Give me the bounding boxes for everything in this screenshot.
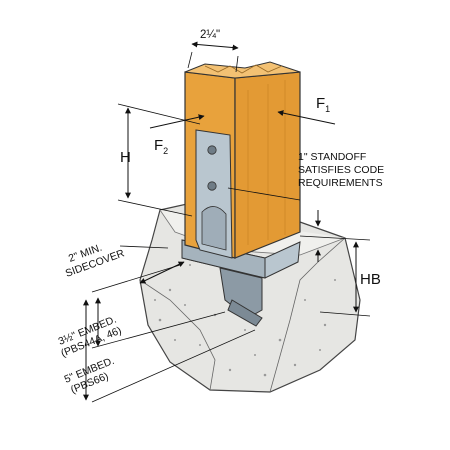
sidecover-callout	[119, 245, 185, 284]
hb-label: HB	[360, 271, 381, 288]
h-label: H	[120, 149, 131, 166]
sidecover-label: 2" MIN. SIDECOVER	[59, 235, 126, 280]
embed-label-2: 5" EMBED. (PBS66)	[63, 354, 124, 397]
hb-dimension	[299, 235, 371, 317]
standoff-label: 1" STANDOFF SATISFIES CODE REQUIREMENTS	[298, 151, 387, 189]
standoff-callout	[227, 187, 321, 262]
width-dimension	[187, 41, 239, 73]
f2-label: F2	[154, 137, 168, 156]
concrete-speckles	[154, 264, 336, 377]
width-label: 2¼"	[200, 29, 220, 41]
embed-label-1: 3½" EMBED. (PBS44A, 46)	[55, 313, 126, 360]
steel-strap	[195, 129, 233, 259]
embed-dimensions	[83, 264, 256, 403]
f1-label: F1	[316, 95, 330, 114]
h-dimension	[117, 103, 201, 217]
